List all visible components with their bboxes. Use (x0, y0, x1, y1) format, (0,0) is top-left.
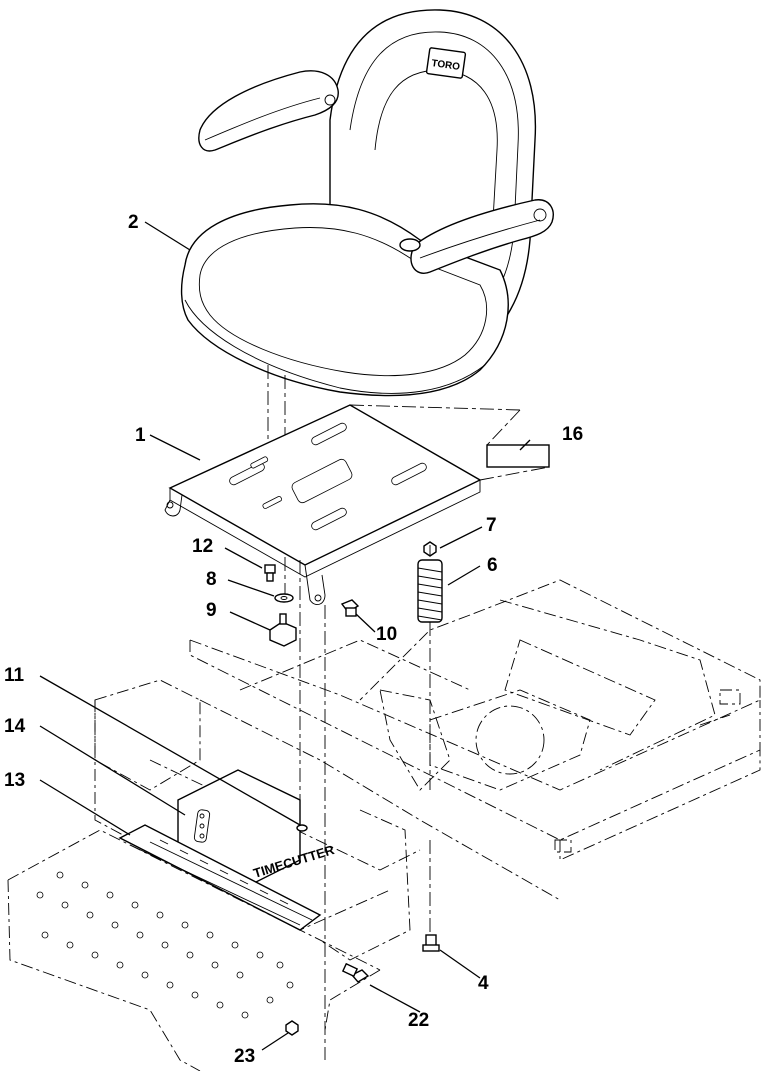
seat-mounting-plate (164, 404, 482, 606)
nut-23 (285, 1020, 299, 1036)
fastener-11 (296, 824, 308, 832)
callout-13: 13 (4, 770, 25, 791)
leader-lines (39, 221, 531, 1051)
mower-frame (189, 579, 761, 901)
washer-8 (274, 593, 294, 603)
toro-logo-badge (425, 47, 467, 79)
callout-8: 8 (206, 569, 217, 590)
decal-16 (349, 404, 550, 481)
callout-9: 9 (206, 600, 217, 621)
decal-rectangle (486, 444, 550, 468)
callout-12: 12 (192, 536, 213, 557)
callout-1: 1 (135, 425, 146, 446)
seat: TORO (180, 9, 554, 397)
callout-labels: 2 1 16 7 6 12 8 9 10 11 14 13 4 22 23 (4, 212, 583, 1067)
callout-16: 16 (562, 424, 583, 445)
bolt-10 (340, 599, 360, 617)
callout-11: 11 (4, 665, 25, 686)
callout-6: 6 (487, 555, 498, 576)
bolt-12 (264, 564, 276, 582)
floor-plate (7, 829, 381, 1072)
callout-22: 22 (408, 1010, 429, 1031)
callout-2: 2 (128, 212, 139, 233)
center-line (486, 409, 521, 446)
spring-6 (417, 559, 443, 623)
callout-4: 4 (478, 973, 489, 994)
callout-23: 23 (234, 1046, 255, 1067)
knob-9 (269, 613, 297, 647)
center-line (479, 466, 550, 481)
center-line (349, 404, 521, 411)
callout-10: 10 (376, 624, 397, 645)
floor-holes (36, 871, 294, 1019)
callout-14: 14 (4, 716, 26, 737)
control-panel: TIMECUTTER (94, 679, 421, 961)
callout-7: 7 (486, 515, 497, 536)
bolt-4 (422, 934, 440, 952)
bolt-22 (341, 962, 370, 983)
toro-logo-text: TORO (431, 58, 461, 73)
